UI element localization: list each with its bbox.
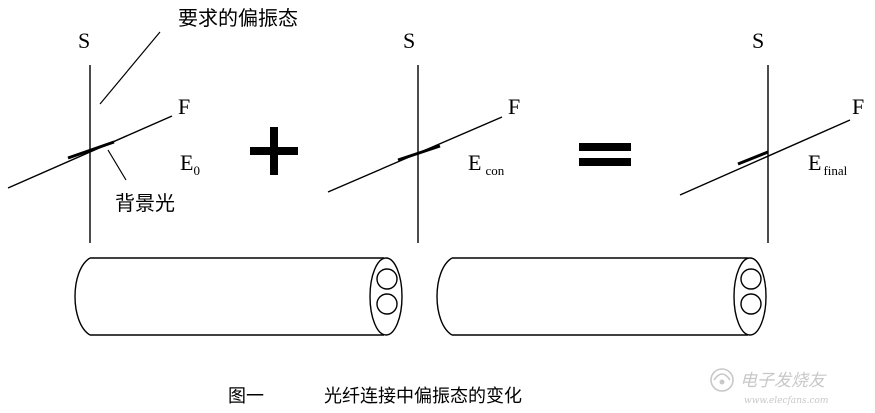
panel-efinal-f-axis [679,119,851,196]
plus-operator [250,127,298,175]
fiber-left-body [74,257,384,336]
panel-econ-polarization-segment [397,144,441,162]
equals-operator [579,143,631,166]
fiber-right-core-top [740,268,762,290]
fiber-left-core-top [376,268,398,290]
required-polarization-leader [99,31,161,105]
panel-e0-polarization-segment [67,140,115,160]
equals-operator-bottom [579,158,631,166]
fiber-right-body [436,257,748,336]
caption-figure-number: 图一 [228,386,264,407]
fiber-right-end-face [733,257,767,336]
panel-efinal-s-label: S [752,28,764,53]
watermark-logo-icon [710,368,734,392]
fiber-right [436,257,767,336]
watermark: 电子发烧友 www.elecfans.com [710,368,828,406]
equals-operator-top [579,143,631,151]
caption-title: 光纤连接中偏振态的变化 [324,386,522,407]
panel-e0-f-label: F [178,94,190,119]
panel-econ-f-label: F [508,94,520,119]
fiber-left [74,257,403,336]
watermark-text: 电子发烧友 [740,371,827,391]
fiber-left-end-face [369,257,403,336]
panel-efinal-f-label: F [852,94,864,119]
plus-operator-vertical [270,127,278,175]
watermark-url: www.elecfans.com [744,396,828,406]
figure-caption: 图一 光纤连接中偏振态的变化 [228,386,522,407]
required-polarization-label: 要求的偏振态 [178,6,298,30]
panel-efinal-polarization-segment [737,150,769,166]
panel-e0-f-axis [7,115,173,189]
fiber-left-core-bottom [376,293,398,315]
fiber-right-core-bottom [740,293,762,315]
background-light-label: 背景光 [115,191,175,215]
panel-econ-s-label: S [403,28,415,53]
panel-e0-s-label: S [78,28,90,53]
panel-e0-field-label: E0 [180,150,200,178]
panel-e0: S F E0 要求的偏振态 背景光 [7,6,298,243]
background-light-leader [107,149,127,181]
